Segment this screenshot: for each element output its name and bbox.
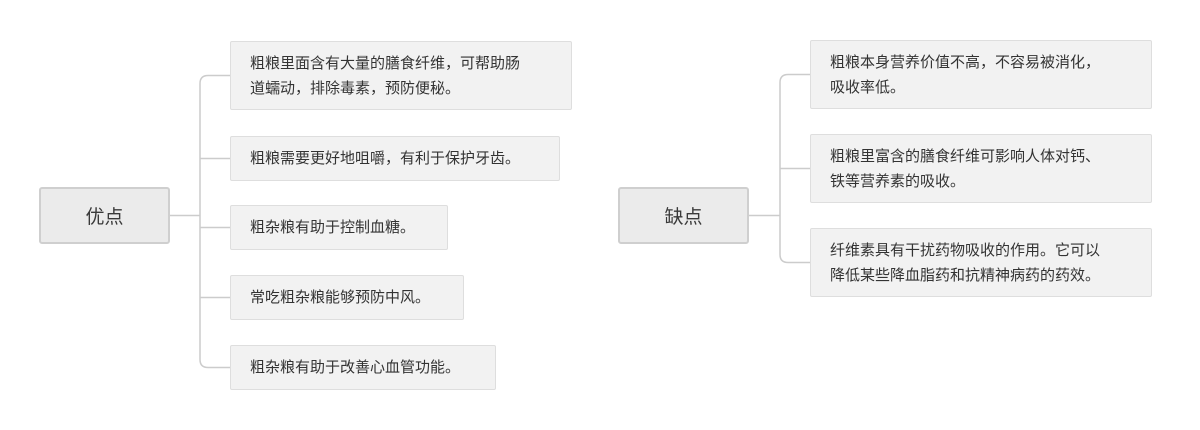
pros-leaf-text: 粗杂粮有助于改善心血管功能。: [250, 358, 461, 376]
cons-root-node: 缺点: [618, 187, 749, 244]
cons-leaf-node: 粗粮本身营养价值不高，不容易被消化， 吸收率低。: [810, 40, 1152, 109]
pros-leaf-text: 粗粮里面含有大量的膳食纤维，可帮助肠 道蠕动，排除毒素，预防便秘。: [250, 53, 521, 97]
pros-leaf-node: 粗杂粮有助于改善心血管功能。: [230, 345, 496, 390]
pros-leaf-node: 粗粮需要更好地咀嚼，有利于保护牙齿。: [230, 136, 560, 181]
cons-root-label: 缺点: [664, 206, 703, 228]
cons-leaf-text: 纤维素具有干扰药物吸收的作用。它可以 降低某些降血脂药和抗精神病药的药效。: [830, 240, 1101, 284]
pros-root-node: 优点: [39, 187, 170, 244]
cons-leaf-text: 粗粮本身营养价值不高，不容易被消化， 吸收率低。: [830, 52, 1101, 96]
pros-leaf-node: 粗粮里面含有大量的膳食纤维，可帮助肠 道蠕动，排除毒素，预防便秘。: [230, 41, 572, 110]
pros-leaf-node: 粗杂粮有助于控制血糖。: [230, 205, 448, 250]
cons-leaf-text: 粗粮里富含的膳食纤维可影响人体对钙、 铁等营养素的吸收。: [830, 146, 1101, 190]
pros-leaf-text: 粗杂粮有助于控制血糖。: [250, 218, 416, 236]
pros-trunk-line: [199, 74, 230, 369]
cons-leaf-node: 纤维素具有干扰药物吸收的作用。它可以 降低某些降血脂药和抗精神病药的药效。: [810, 228, 1152, 297]
cons-leaf-node: 粗粮里富含的膳食纤维可影响人体对钙、 铁等营养素的吸收。: [810, 134, 1152, 203]
pros-leaf-text: 粗粮需要更好地咀嚼，有利于保护牙齿。: [250, 149, 521, 167]
pros-leaf-text: 常吃粗杂粮能够预防中风。: [250, 288, 431, 306]
pros-leaf-node: 常吃粗杂粮能够预防中风。: [230, 275, 464, 320]
pros-root-label: 优点: [85, 206, 124, 228]
